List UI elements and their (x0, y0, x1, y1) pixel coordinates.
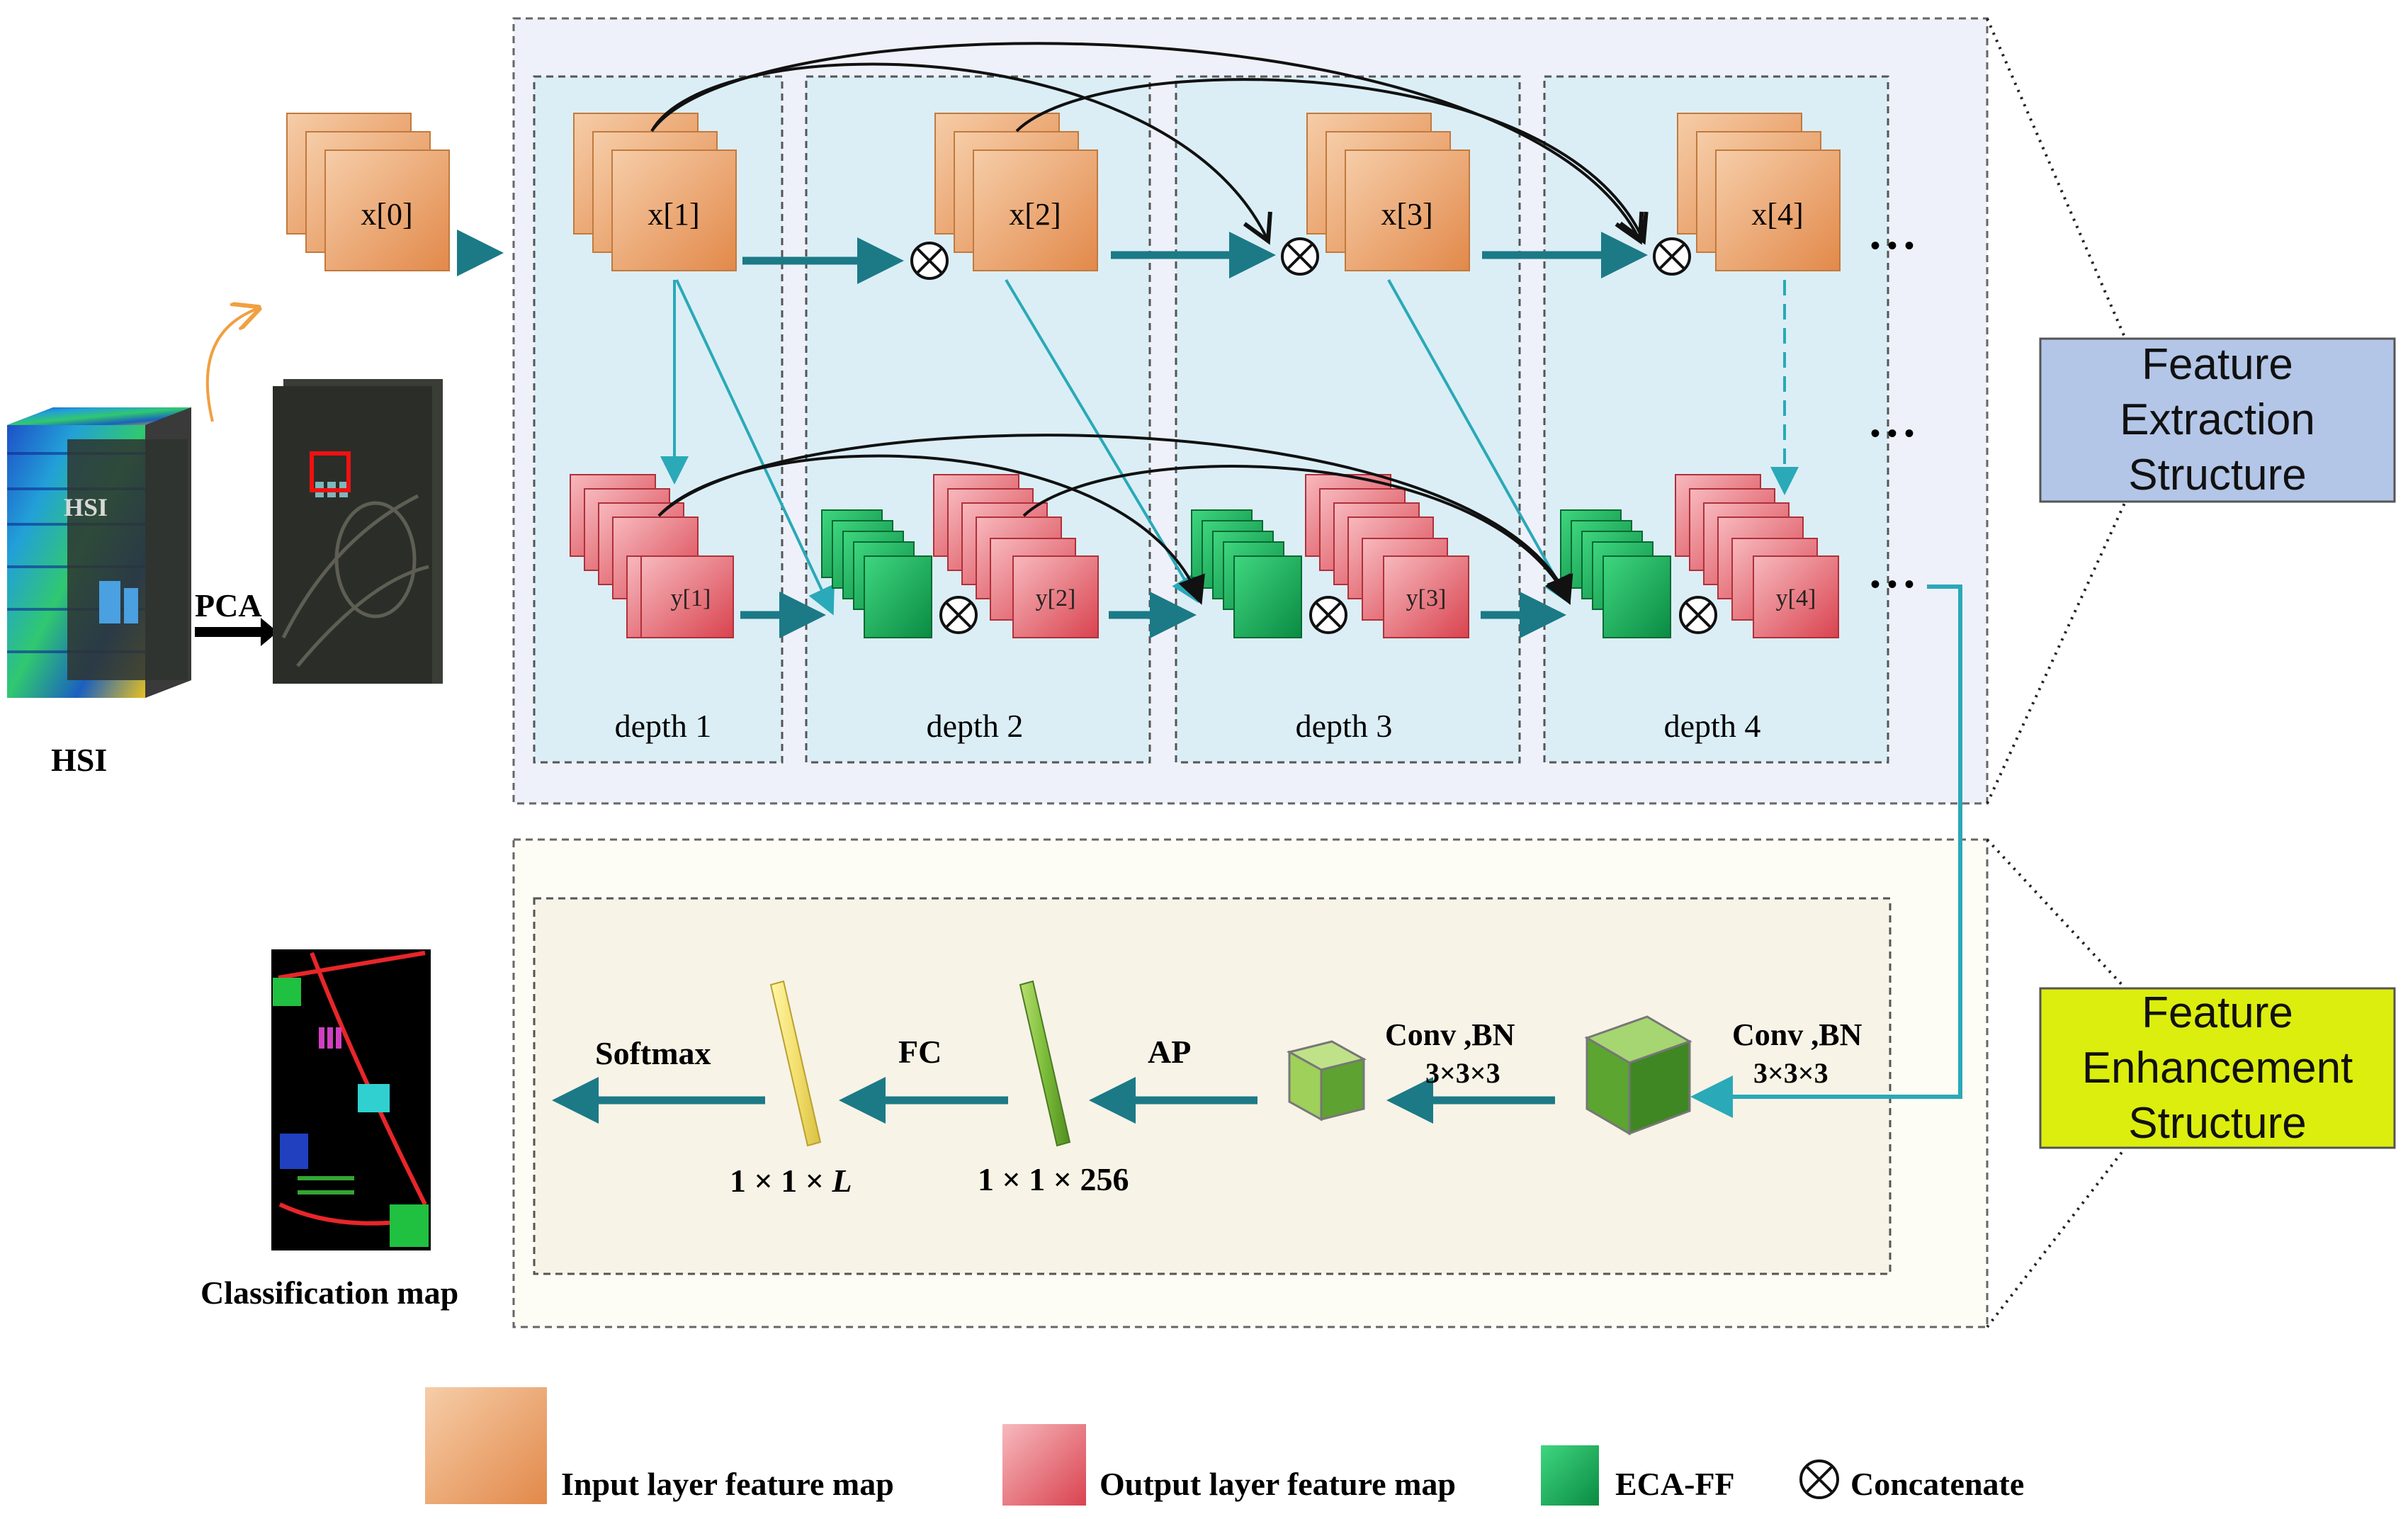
depth-labels: depth 1 depth 2 depth 3 depth 4 (615, 708, 1761, 744)
conv2-line2: 3×3×3 (1425, 1057, 1500, 1089)
enhancement-labels: Conv ,BN 3×3×3 Conv ,BN 3×3×3 AP FC Soft… (595, 1017, 1862, 1199)
y2-stack: y[2] (933, 474, 1099, 638)
svg-text:Feature: Feature (2142, 988, 2293, 1037)
x1-label: x[1] (648, 197, 699, 232)
ap-dimension: 1 × 1 × 256 (978, 1161, 1129, 1197)
svg-text:Feature: Feature (2142, 340, 2293, 389)
pca-arrow: PCA (195, 587, 278, 646)
y4-stack: y[4] (1675, 474, 1839, 638)
legend-eca-label: ECA-FF (1615, 1466, 1735, 1502)
legend-concat-icon (1799, 1459, 1839, 1499)
eca-stack-2 (821, 509, 932, 638)
depth-4-label: depth 4 (1664, 708, 1761, 744)
ellipsis-middle: • • • (1870, 417, 1914, 449)
x4-stack: x[4] (1677, 113, 1841, 271)
ellipsis-top: • • • (1870, 230, 1914, 261)
legend-concat-label: Concatenate (1850, 1466, 2024, 1502)
depth-2-label: depth 2 (927, 708, 1024, 744)
x4-label: x[4] (1751, 197, 1803, 232)
legend-output-swatch (1002, 1424, 1086, 1506)
classification-map (271, 949, 431, 1250)
fc-dimension: 1 × 1 × L (730, 1163, 852, 1199)
conv1-line1: Conv ,BN (1732, 1017, 1862, 1052)
eca-stack-4 (1560, 509, 1671, 638)
depth-3-label: depth 3 (1296, 708, 1393, 744)
x2-stack: x[2] (934, 113, 1098, 271)
eca-stack-3 (1191, 509, 1302, 638)
fc-bar-green (1019, 980, 1071, 1147)
softmax-label: Softmax (595, 1035, 711, 1071)
bottom-skip-connections (657, 434, 1573, 605)
x2-label: x[2] (1009, 197, 1061, 232)
concat-bottom (939, 596, 1717, 634)
svg-text:Extraction: Extraction (2120, 395, 2315, 444)
top-skip-connections (650, 42, 1649, 245)
svg-text:Structure: Structure (2128, 451, 2307, 499)
y3-stack: y[3] (1305, 474, 1469, 638)
x3-label: x[3] (1381, 197, 1432, 232)
legend: Input layer feature map Output layer fea… (425, 1387, 2024, 1506)
depth-1-label: depth 1 (615, 708, 712, 744)
hsi-caption: HSI (51, 742, 107, 778)
hsi-cube: HSI (7, 407, 191, 698)
y1-label: y[1] (671, 585, 711, 611)
feature-extraction-label: Feature Extraction Structure (2039, 337, 2396, 503)
conv2-line1: Conv ,BN (1385, 1017, 1515, 1052)
conv1-line2: 3×3×3 (1753, 1057, 1828, 1089)
legend-input-swatch (425, 1387, 547, 1504)
x3-stack: x[3] (1306, 113, 1470, 271)
ap-label: AP (1148, 1034, 1191, 1070)
svg-text:Enhancement: Enhancement (2082, 1044, 2353, 1092)
x1-stack: x[1] (573, 113, 737, 271)
svg-text:Structure: Structure (2128, 1099, 2307, 1148)
y2-label: y[2] (1036, 585, 1076, 611)
y1-stack: y[1] (570, 474, 734, 638)
patch-arrow (205, 308, 259, 422)
feature-enhancement-label: Feature Enhancement Structure (2039, 987, 2396, 1149)
legend-input-label: Input layer feature map (561, 1466, 894, 1502)
conv-cube-small (1286, 1040, 1367, 1122)
ellipsis-group: • • • • • • • • • (1870, 230, 1914, 600)
y4-label: y[4] (1776, 585, 1816, 611)
zoom-lines (1986, 18, 2127, 1328)
ellipsis-bottom: • • • (1870, 568, 1914, 600)
legend-output-label: Output layer feature map (1100, 1466, 1456, 1502)
fc-label: FC (898, 1034, 942, 1070)
fc-bar-yellow (769, 980, 822, 1147)
reduced-image (273, 379, 443, 684)
x0-label: x[0] (361, 197, 412, 232)
pca-label: PCA (195, 587, 262, 623)
y3-label: y[3] (1406, 585, 1447, 611)
classification-caption: Classification map (200, 1275, 458, 1311)
conv-cube-large (1584, 1015, 1692, 1136)
hsi-cube-label: HSI (64, 493, 108, 521)
concat-top (910, 237, 1691, 280)
selection-box (310, 451, 351, 492)
extraction-to-enhancement-arrow (1690, 585, 1962, 1118)
x0-stack: x[0] (286, 113, 450, 271)
top-row-arrows (742, 232, 1648, 284)
legend-eca-swatch (1541, 1445, 1599, 1506)
